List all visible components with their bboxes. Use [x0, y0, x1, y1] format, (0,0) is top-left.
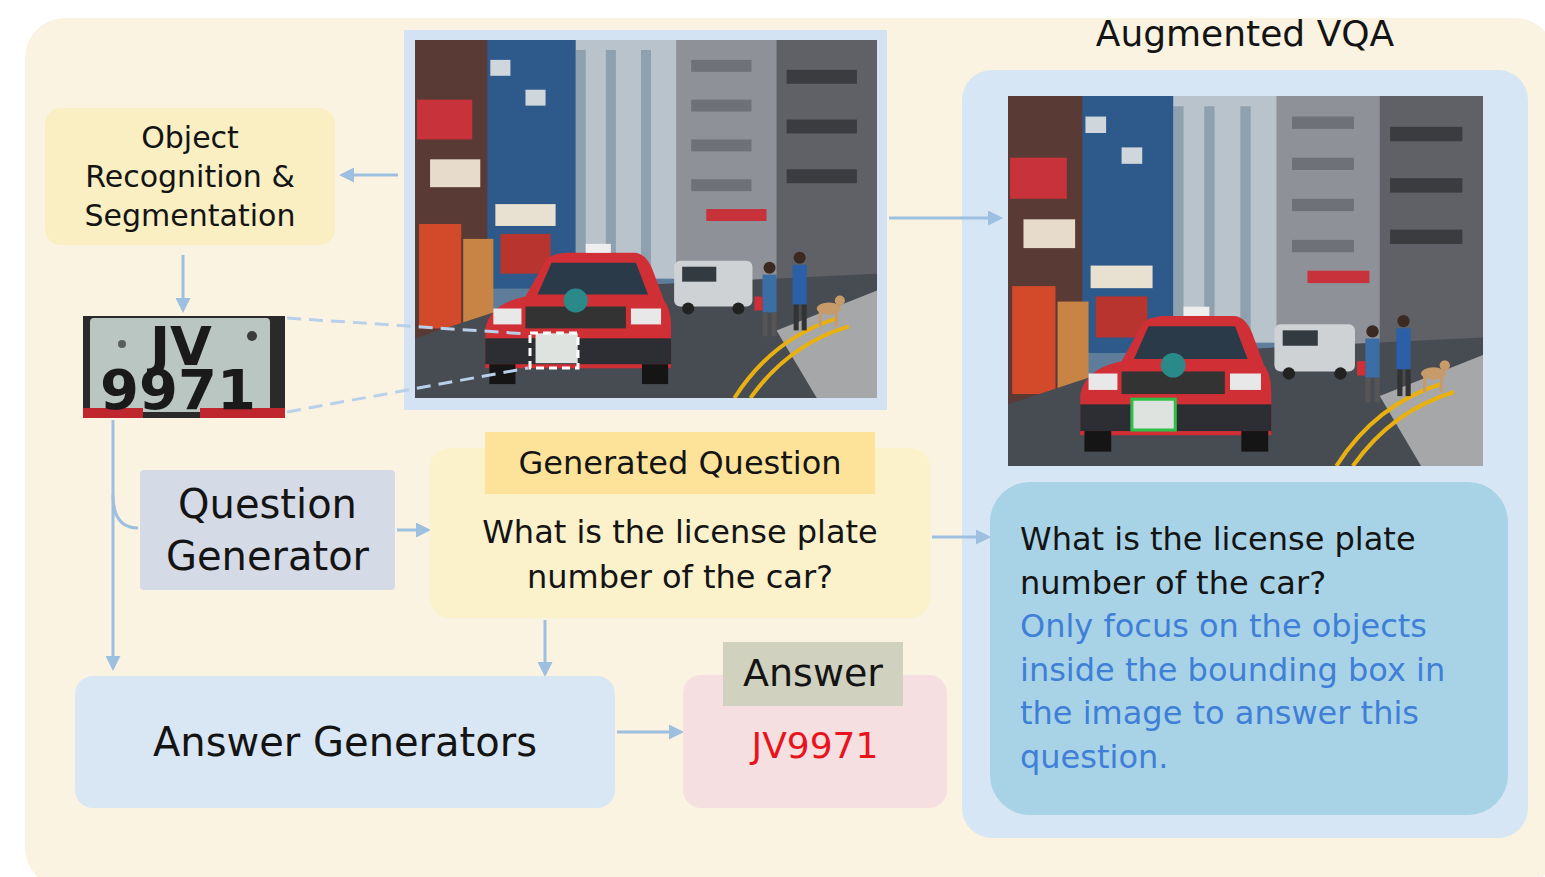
background-panel: [25, 18, 1545, 877]
question-text: What is the license plate number of the …: [450, 510, 910, 600]
illustration-part: [415, 40, 877, 398]
vqa-panel-fill: [962, 70, 1528, 838]
process-box: Object Recognition & Segmentation: [45, 108, 335, 245]
heading-tab: Generated Question: [485, 432, 875, 494]
panel-heading: Augmented VQA: [962, 12, 1528, 55]
flow-arrow: [112, 420, 115, 668]
box-label: Answer Generators: [153, 716, 537, 768]
process-box: Question Generator: [140, 470, 395, 590]
question-text: What is the license plate number of the …: [1020, 518, 1482, 605]
flow-arrow: [397, 529, 428, 532]
street-photo-copy: [1008, 96, 1483, 466]
instruction-text: Only focus on the objects inside the bou…: [1020, 605, 1482, 779]
zoom-leader: [287, 318, 528, 334]
question-box: Generated QuestionWhat is the license pl…: [430, 448, 930, 618]
zoom-leader: [287, 368, 528, 412]
plate-dashed-box: [530, 333, 578, 368]
plate-bolt: [247, 331, 257, 341]
plate-bolt: [118, 340, 126, 348]
flow-arrow: [182, 255, 185, 310]
flow-arrow: [544, 620, 547, 674]
answer-box: AnswerJV9971: [683, 675, 947, 808]
prompt-box: What is the license plate number of the …: [990, 482, 1508, 815]
flow-arrow: [342, 174, 398, 177]
flow-arrow: [889, 217, 1000, 220]
plate-crop-ground: [83, 316, 285, 418]
answer-text: JV9971: [693, 723, 937, 770]
plate-text: 9971: [100, 362, 256, 418]
heading-tab: Answer: [723, 642, 903, 706]
flow-arrow: [932, 536, 988, 539]
bounding-box: [1132, 399, 1175, 430]
flow-arrow: [617, 731, 681, 734]
process-box: Answer Generators: [75, 676, 615, 808]
flow-branch: [113, 495, 138, 528]
photo-frame: [404, 30, 887, 410]
augmented-photo: [1008, 96, 1483, 466]
vqa-panel: Augmented VQAWhat is the license plate n…: [962, 70, 1528, 838]
box-label: Object Recognition & Segmentation: [55, 118, 325, 235]
box-label: Question Generator: [148, 478, 387, 582]
street-photo: [415, 40, 877, 398]
